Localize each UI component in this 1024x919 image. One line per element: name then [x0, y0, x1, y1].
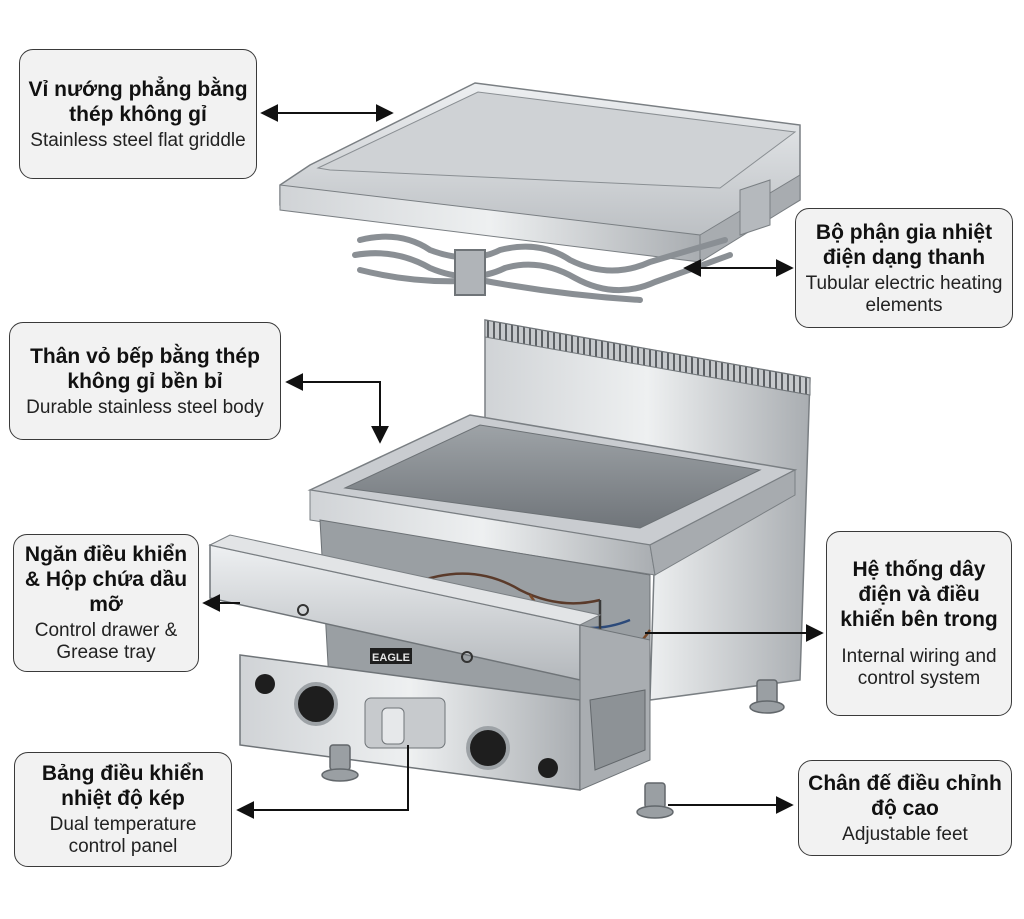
brand-plate-bg	[370, 648, 412, 664]
callout-panel: Bảng điều khiển nhiệt độ kép Dual temper…	[14, 752, 232, 867]
heating-elements	[352, 233, 733, 303]
callout-drawer: Ngăn điều khiển & Hộp chứa dầu mỡ Contro…	[13, 534, 199, 672]
callout-feet-vi: Chân đế điều chỉnh độ cao	[808, 771, 1002, 820]
callout-panel-en: Dual temperature control panel	[49, 814, 197, 857]
callout-wiring-en: Internal wiring and control system	[841, 646, 997, 689]
callout-body-vi: Thân vỏ bếp bằng thép không gỉ bền bỉ	[30, 344, 260, 393]
callout-panel-vi: Bảng điều khiển nhiệt độ kép	[41, 762, 205, 810]
callout-feet-en: Adjustable feet	[842, 823, 968, 845]
brand-plate: EAGLE	[372, 652, 410, 664]
callout-heating-en: Tubular electric heating elements	[805, 272, 1003, 316]
callout-body-en: Durable stainless steel body	[26, 396, 264, 418]
callout-drawer-en: Control drawer & Grease tray	[34, 620, 178, 663]
callout-griddle-vi: Vỉ nướng phẳng bằng thép không gỉ	[28, 77, 248, 126]
callout-wiring-vi: Hệ thống dây điện và điều khiển bên tron…	[840, 558, 998, 631]
callout-griddle-en: Stainless steel flat griddle	[30, 129, 246, 151]
callout-heating: Bộ phận gia nhiệt điện dạng thanh Tubula…	[795, 208, 1013, 328]
callout-body: Thân vỏ bếp bằng thép không gỉ bền bỉ Du…	[9, 322, 281, 440]
adjustable-feet	[321, 679, 785, 819]
callout-feet: Chân đế điều chỉnh độ cao Adjustable fee…	[798, 760, 1012, 856]
leader-lines	[202, 104, 824, 819]
callout-griddle: Vỉ nướng phẳng bằng thép không gỉ Stainl…	[19, 49, 257, 179]
callout-wiring: Hệ thống dây điện và điều khiển bên tron…	[826, 531, 1012, 716]
callout-heating-vi: Bộ phận gia nhiệt điện dạng thanh	[815, 220, 993, 269]
griddle-plate	[279, 82, 801, 263]
callout-drawer-vi: Ngăn điều khiển & Hộp chứa dầu mỡ	[24, 543, 188, 616]
control-knobs	[255, 604, 558, 778]
